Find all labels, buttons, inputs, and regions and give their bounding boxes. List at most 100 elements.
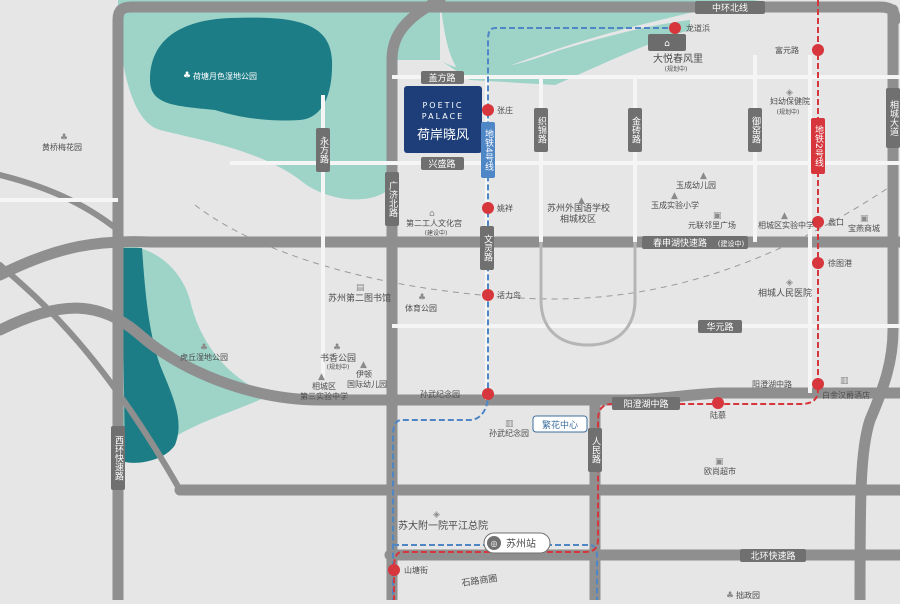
station-huoli-island[interactable]: 活力岛 [482, 289, 521, 301]
road-left-diagonal-2 [0, 262, 183, 493]
poi-xiangcheng-district: 相城区 [312, 381, 336, 391]
label-guangji-north: 广济北路 [387, 180, 398, 218]
poi-foreign-school[interactable]: 苏州外国语学校 [547, 202, 610, 214]
school-icon: ▲ [700, 171, 707, 181]
radius-circle [194, 179, 900, 300]
svg-text:孙武纪念园: 孙武纪念园 [420, 389, 460, 399]
svg-text:姚祥: 姚祥 [497, 203, 513, 213]
label-yangchenghu-middle: 阳澄湖中路 [623, 398, 668, 410]
label-renmin: 人民路 [590, 436, 601, 464]
hospital-icon: ◈ [786, 88, 793, 98]
label-yongfang: 永方路 [318, 135, 329, 164]
poi-yucheng-yuan[interactable]: 玉成幼儿园 [676, 180, 716, 190]
poi-maternal[interactable]: 妇幼保健院 [770, 96, 810, 106]
poi-yucheng-primary[interactable]: 玉成实验小学 [651, 200, 699, 210]
poi-labels: 荷塘月色湿地公园 黄桥梅花园 大悦春风里 (规划中) 妇幼保健院 (规划中) 玉… [42, 52, 880, 600]
station-sunwu[interactable]: 孙武纪念园 [420, 388, 494, 400]
station-likou[interactable]: 蠡口 [812, 216, 844, 228]
school-icon: ▲ [578, 196, 585, 206]
svg-text:陆慕: 陆慕 [710, 410, 726, 420]
poi-third-exp-mid[interactable]: 第三实验中学 [300, 391, 348, 401]
road-guangji [386, 0, 446, 604]
metro-line2-track [393, 0, 819, 600]
label-xiangcheng-right: 相城大道 [888, 99, 899, 137]
fanhua-label: 繁花中心 [542, 419, 578, 431]
label-zhonghuan-north: 中环北线 [712, 2, 748, 14]
school-icon: ▲ [360, 360, 367, 370]
poi-dayue-note: (规划中) [665, 65, 688, 73]
hotel-icon: ▥ [840, 376, 849, 386]
label-xingsheng: 兴盛路 [428, 158, 455, 170]
poi-huqiu-park[interactable]: 虎丘湿地公园 [180, 352, 228, 362]
station-luomu[interactable]: 陆慕 [710, 397, 726, 420]
fanhua-tag[interactable]: 繁花中心 [532, 415, 588, 433]
logo-en-2: PALACE [422, 112, 464, 121]
poi-golden-hotel[interactable]: 白金汉爵酒店 [822, 390, 870, 400]
school-icon: ▲ [781, 211, 788, 221]
logo-en-1: POETIC [422, 101, 463, 110]
label-zhijin: 织锦路 [536, 115, 547, 144]
hospital-icon: ◈ [786, 278, 793, 288]
tree-icon: ♣ [200, 343, 208, 353]
road-labels: 中环北线 盖方路 兴盛路 春申湖快速路 (建设中) 华元路 阳澄湖中路 北环快速… [421, 1, 806, 562]
school-icon: ▲ [318, 372, 325, 382]
road-left-diagonal [0, 172, 121, 233]
monument-icon: ▥ [505, 419, 514, 429]
label-chunshenhu: 春申湖快速路 [653, 237, 707, 249]
label-yuyao: 御窑路 [750, 115, 761, 144]
label-jinzhuan: 金砖路 [630, 115, 641, 144]
poi-sunwu-park[interactable]: 孙武纪念园 [489, 428, 529, 438]
poi-baoxi[interactable]: 宝燕商城 [848, 223, 880, 233]
svg-text:◎: ◎ [491, 539, 498, 548]
poi-first-hospital[interactable]: 苏大附一院平江总院 [398, 519, 488, 532]
school-icon: ▲ [671, 191, 678, 201]
poi-heyue-park[interactable]: 荷塘月色湿地公园 [193, 71, 257, 81]
vertical-road-labels: 永方路 广济北路 织锦路 金砖路 御窑路 文灵路 人民路 西环快速路 相城大道 … [111, 88, 900, 490]
poi-library[interactable]: 苏州第二图书馆 [328, 292, 391, 304]
station-fuyuan[interactable]: 富元路 [775, 44, 824, 56]
svg-text:山塘街: 山塘街 [404, 565, 428, 575]
park-area-mid [440, 20, 690, 85]
poi-oushang[interactable]: 欧尚超市 [704, 466, 736, 476]
tree-icon: ♣ [60, 133, 68, 143]
svg-text:徐图港: 徐图港 [828, 258, 852, 268]
heyue-lake [150, 17, 333, 121]
label-wenling: 文灵路 [482, 233, 493, 262]
poi-yuanlian[interactable]: 元联邻里广场 [688, 220, 736, 230]
suzhou-station[interactable]: ◎ 苏州站 [483, 532, 551, 554]
mall-icon: ▣ [860, 214, 869, 224]
poi-huangqiao[interactable]: 黄桥梅花园 [42, 142, 82, 152]
poi-shuxiang[interactable]: 书香公园 [320, 353, 356, 364]
label-metro-line2: 地铁2号线 [813, 124, 824, 167]
poi-dayue[interactable]: 大悦春风里 [653, 52, 703, 65]
suzhou-station-label: 苏州站 [506, 537, 536, 550]
label-chunshenhu-note: (建设中) [718, 239, 745, 248]
station-xutuanggang[interactable]: 徐图港 [812, 257, 852, 269]
culture-icon: ⌂ [429, 209, 435, 219]
shopping-bag-icon: ⌂ [664, 39, 670, 49]
poi-sports-park[interactable]: 体育公园 [405, 303, 437, 313]
book-icon: ▤ [356, 283, 365, 293]
poi-zhuozheng[interactable]: 拙政园 [736, 590, 760, 600]
project-logo-box[interactable] [404, 86, 482, 153]
station-yangchenghu-south[interactable]: 阳澄湖中路 [752, 378, 824, 390]
station-yaoxiang[interactable]: 姚祥 [482, 202, 513, 214]
station-longdaobang[interactable]: 龙道浜 [669, 22, 710, 34]
tree-icon: ♣ [418, 293, 426, 303]
station-hongzhuang[interactable]: 张庄 [482, 104, 513, 116]
label-metro-line4: 地铁4号线 [483, 128, 494, 171]
project-logo[interactable]: POETIC PALACE 荷岸晓风 [404, 86, 482, 153]
poi-foreign-campus: 相城校区 [560, 213, 596, 225]
poi-yidun[interactable]: 伊顿 [356, 369, 372, 379]
road-xiangcheng-dadao [854, 4, 899, 604]
label-huayuan: 华元路 [706, 321, 733, 333]
poi-worker-palace[interactable]: 第二工人文化宫 [406, 218, 462, 228]
station-shantangjie[interactable]: 山塘街 [388, 564, 428, 576]
dayue-icon-box [648, 34, 686, 51]
mall-icon: ▣ [713, 211, 722, 221]
poi-exp-mid[interactable]: 相城区实验中学 [758, 220, 814, 230]
poi-people-hospital[interactable]: 相城人民医院 [758, 287, 812, 299]
svg-text:蠡口: 蠡口 [828, 217, 844, 227]
